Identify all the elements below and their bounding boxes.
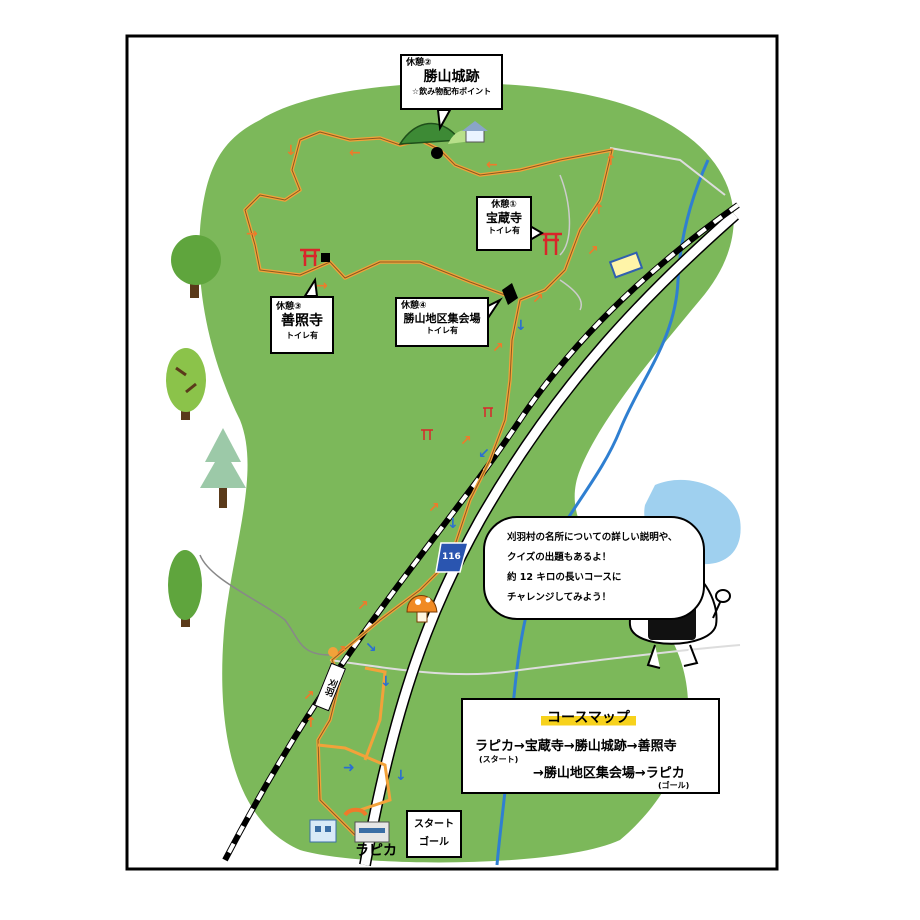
tree-icon (166, 348, 206, 420)
hall-name: 勝山地区集会場 (403, 312, 481, 326)
torii-icon (421, 407, 493, 440)
svg-text:↗: ↗ (357, 598, 369, 614)
svg-text:←: ← (349, 145, 361, 161)
direction-arrows: ↑ ↑ ↗ ↗ ↓ ↗ ↗ ↙ ↗ ↓ ↗ ↗ ↘ ↗ ↑ ➜ ↓ ↓ → ↓ … (246, 143, 617, 784)
legend-route-line-2: →勝山地区集会場→ラピカ (533, 766, 685, 781)
callout-pointer (436, 109, 452, 132)
svg-text:←: ← (486, 157, 498, 173)
svg-text:→: → (246, 226, 258, 242)
side-road (559, 174, 582, 311)
svg-text:↗: ↗ (587, 243, 599, 259)
callout-hall: 休憩④ 勝山地区集会場 トイレ有 (395, 297, 489, 347)
goal-label: ゴール (419, 837, 449, 848)
zenshoji-marker (321, 253, 330, 262)
start-goal-box: スタート ゴール (406, 810, 462, 858)
start-marker (343, 807, 368, 817)
callout-zenshoji: 休憩③ 善照寺 トイレ有 (270, 296, 334, 354)
highway-116-surface (360, 211, 738, 866)
legend-start-note: (スタート) (479, 755, 519, 764)
road-marker-circle (328, 647, 338, 657)
torii-icon (540, 232, 562, 255)
hozoji-sub: トイレ有 (488, 226, 520, 236)
hall-marker (502, 283, 518, 305)
route-116-shield (435, 542, 469, 573)
callout-castle: 休憩② 勝山城跡 ☆飲み物配布ポイント (400, 54, 503, 110)
castle-icon (462, 121, 488, 143)
tree-icon (200, 428, 246, 508)
svg-text:↗: ↗ (303, 688, 315, 704)
hozoji-tag: 休憩① (491, 200, 517, 210)
callout-hozoji: 休憩① 宝蔵寺 トイレ有 (476, 196, 532, 251)
mascot-speech-bubble: 刈羽村の名所についての詳しい説明や、 クイズの出題もあるよ！ 約 12 キロの長… (483, 516, 705, 620)
svg-text:↘: ↘ (365, 640, 377, 656)
svg-text:↙: ↙ (478, 446, 490, 462)
svg-text:↓: ↓ (395, 768, 407, 784)
hozoji-name: 宝蔵寺 (485, 211, 522, 226)
hall-tag: 休憩④ (401, 301, 427, 311)
svg-text:↓: ↓ (285, 143, 297, 159)
svg-text:➜: ➜ (343, 760, 355, 776)
svg-text:↗: ↗ (492, 340, 504, 356)
svg-text:↑: ↑ (593, 202, 605, 218)
castle-marker (431, 147, 443, 159)
svg-text:↑: ↑ (605, 153, 617, 169)
course-loop (317, 666, 392, 812)
svg-text:↗: ↗ (428, 500, 440, 516)
speech-line: 刈羽村の名所についての詳しい説明や、 (507, 532, 678, 543)
tree-icon (171, 235, 221, 298)
building-icon (354, 821, 390, 843)
svg-text:↓: ↓ (380, 674, 392, 690)
zenshoji-tag: 休憩③ (276, 302, 302, 312)
svg-text:↗: ↗ (532, 291, 544, 307)
route-number: 116 (442, 552, 461, 562)
railway-dash (223, 203, 740, 861)
legend-goal-note: (ゴール) (658, 781, 690, 790)
mushroom-icon (406, 595, 438, 623)
side-road (329, 644, 741, 676)
castle-sub: ☆飲み物配布ポイント (411, 86, 492, 96)
svg-text:↓: ↓ (515, 318, 527, 334)
svg-text:↓: ↓ (447, 516, 459, 532)
side-road (609, 147, 726, 196)
speech-line: チャレンジしてみよう！ (507, 592, 612, 603)
legend-title: コースマップ (541, 707, 636, 727)
course-legend: コースマップ ラピカ→宝蔵寺→勝山城跡→善照寺 (スタート) →勝山地区集会場→… (461, 698, 720, 794)
rapika-label: ラピカ (355, 843, 397, 859)
start-label: スタート (414, 819, 454, 830)
castle-name: 勝山城跡 (423, 69, 480, 86)
svg-text:↑: ↑ (305, 715, 317, 731)
station-icon (608, 251, 644, 279)
speech-line: 約 12 キロの長いコースに (507, 572, 622, 583)
torii-icon (300, 248, 320, 266)
legend-route-line-1: ラピカ→宝蔵寺→勝山城跡→善照寺 (475, 739, 677, 754)
tree-icon (168, 550, 202, 627)
castle-tag: 休憩② (406, 58, 432, 68)
hall-sub: トイレ有 (426, 326, 458, 335)
svg-text:↗: ↗ (460, 433, 472, 449)
zenshoji-sub: トイレ有 (286, 330, 318, 340)
building-icon (309, 819, 337, 843)
svg-text:↗: ↗ (335, 643, 347, 659)
course-trail-outline (244, 131, 613, 836)
speech-line: クイズの出題もあるよ！ (507, 552, 612, 563)
svg-text:→: → (316, 278, 328, 294)
side-road (199, 554, 331, 656)
zenshoji-name: 善照寺 (281, 313, 323, 330)
